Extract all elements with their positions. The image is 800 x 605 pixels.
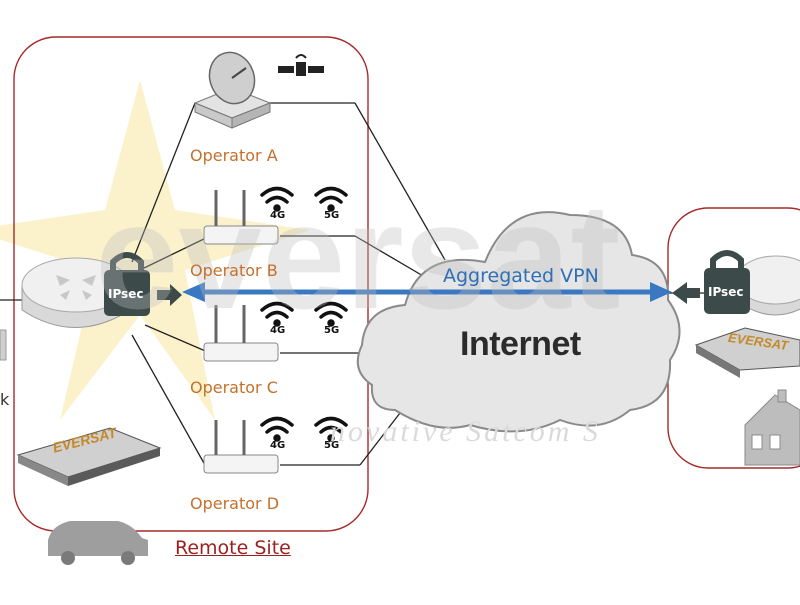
remote-router-icon xyxy=(21,257,131,328)
ipsec-label-right: IPsec xyxy=(708,285,744,299)
watermark-tagline: novative Satcom S xyxy=(330,415,601,448)
wifi-5g-icon-c xyxy=(314,301,348,327)
remote-site-boundary xyxy=(13,36,369,532)
wifi-5g-icon-d xyxy=(314,416,348,442)
left-edge-text: k xyxy=(0,390,10,409)
satellite-dish-icon xyxy=(193,51,272,129)
vehicle-icon xyxy=(48,521,148,565)
vpn-label: Aggregated VPN xyxy=(443,265,599,287)
building-icon xyxy=(744,389,800,466)
operator-b-label: Operator B xyxy=(190,261,278,280)
wifi-4g-icon-c xyxy=(260,301,294,327)
ipsec-lock-icon-left xyxy=(104,252,182,316)
badge-5g-d: 5G xyxy=(324,440,340,451)
operator-c-label: Operator C xyxy=(190,378,278,397)
vpn-tunnel-arrow xyxy=(182,282,672,302)
internet-cloud-icon xyxy=(356,211,681,433)
badge-4g-c: 4G xyxy=(270,325,286,336)
hq-router-icon xyxy=(735,255,800,316)
badge-4g-d: 4G xyxy=(270,440,286,451)
operator-a-label: Operator A xyxy=(190,146,278,165)
internet-label: Internet xyxy=(460,325,581,363)
badge-4g-b: 4G xyxy=(270,210,286,221)
wifi-5g-icon-b xyxy=(314,186,348,212)
badge-5g-c: 5G xyxy=(324,325,340,336)
modem-icon-c xyxy=(203,305,279,362)
modem-icon-b xyxy=(203,190,279,245)
watermark-star xyxy=(0,80,310,420)
eversat-device-icon-left xyxy=(16,427,162,486)
operator-d-label: Operator D xyxy=(190,494,280,513)
badge-5g-b: 5G xyxy=(324,210,340,221)
remote-site-label: Remote Site xyxy=(175,537,291,559)
modem-icon-d xyxy=(203,420,279,474)
ipsec-lock-icon-right xyxy=(672,250,750,314)
satellite-icon xyxy=(278,54,324,76)
eversat-device-icon-right xyxy=(694,327,800,378)
wifi-4g-icon-d xyxy=(260,416,294,442)
watermark-brand: eversat xyxy=(95,172,621,340)
wifi-4g-icon-b xyxy=(260,186,294,212)
ipsec-label-left: IPsec xyxy=(108,287,144,301)
left-edge-device xyxy=(0,329,7,361)
